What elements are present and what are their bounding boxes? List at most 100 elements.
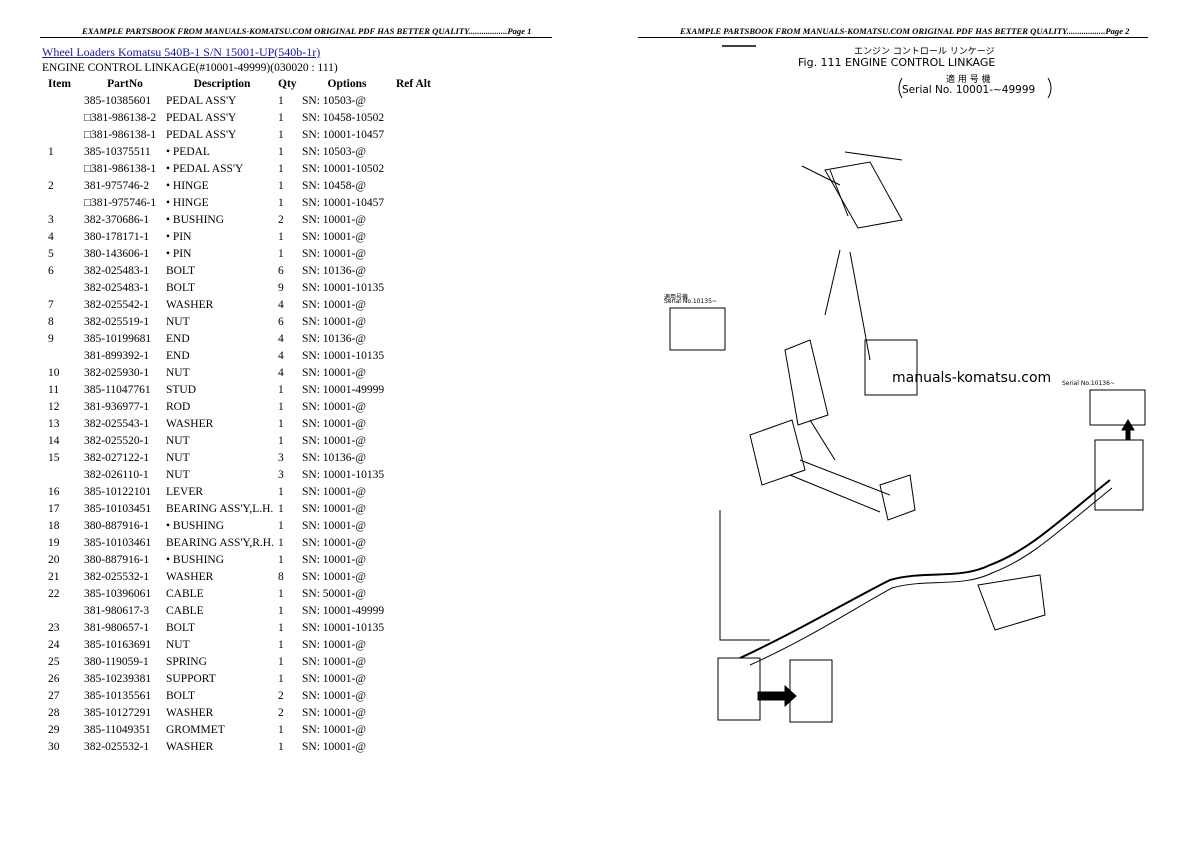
col-qty: Qty (278, 78, 297, 90)
cell-partno: 380-119059-1 (84, 656, 149, 668)
cell-description: SUPPORT (166, 673, 216, 685)
cell-partno: 385-10199681 (84, 333, 152, 345)
cell-qty: 4 (278, 299, 284, 311)
cell-item: 27 (48, 690, 60, 702)
cell-qty: 3 (278, 452, 284, 464)
cell-partno: 382-025532-1 (84, 571, 150, 583)
cell-item: 2 (48, 180, 54, 192)
cell-qty: 1 (278, 554, 284, 566)
cell-options: SN: 10001-@ (302, 656, 366, 668)
cell-qty: 1 (278, 112, 284, 124)
cell-partno: 385-10122101 (84, 486, 152, 498)
cell-description: • BUSHING (166, 520, 225, 532)
cell-options: SN: 10001-@ (302, 486, 366, 498)
cell-qty: 3 (278, 469, 284, 481)
cell-partno: 385-10239381 (84, 673, 152, 685)
cell-options: SN: 10001-@ (302, 503, 366, 515)
cell-options: SN: 10001-@ (302, 554, 366, 566)
parts-list: Wheel Loaders Komatsu 540B-1 S/N 15001-U… (42, 44, 582, 756)
cell-partno: 382-025532-1 (84, 741, 150, 753)
cell-item: 26 (48, 673, 60, 685)
cell-item: 19 (48, 537, 60, 549)
cell-qty: 1 (278, 384, 284, 396)
cell-partno: 380-887916-1 (84, 554, 150, 566)
cell-partno: 382-025519-1 (84, 316, 150, 328)
linkage-drawing (669, 45, 1146, 723)
cell-options: SN: 10001-@ (302, 690, 366, 702)
cell-partno: 382-025483-1 (84, 265, 150, 277)
cell-options: SN: 10503-@ (302, 146, 366, 158)
cell-item: 3 (48, 214, 54, 226)
cell-qty: 1 (278, 401, 284, 413)
cell-options: SN: 10001-@ (302, 367, 366, 379)
cell-qty: 1 (278, 622, 284, 634)
cell-partno: 381-899392-1 (84, 350, 150, 362)
cell-options: SN: 10136-@ (302, 452, 366, 464)
cell-qty: 1 (278, 95, 284, 107)
cell-qty: 1 (278, 231, 284, 243)
section-subtitle: ENGINE CONTROL LINKAGE(#10001-49999)(030… (42, 62, 338, 74)
col-description: Description (193, 78, 251, 90)
cell-qty: 4 (278, 367, 284, 379)
cell-item (42, 603, 84, 620)
cell-qty: 2 (278, 214, 284, 226)
cell-options: SN: 10001-49999 (302, 384, 385, 396)
cell-description: GROMMET (166, 724, 225, 736)
cell-partno: 382-027122-1 (84, 452, 150, 464)
cell-qty: 1 (278, 503, 284, 515)
cell-item: 8 (48, 316, 54, 328)
cell-item: 1 (48, 146, 54, 158)
cell-partno: 385-10103461 (84, 537, 152, 549)
cell-partno: 382-025483-1 (84, 282, 150, 294)
inset-serial-10135: Serial No.10135~ (664, 298, 717, 305)
cell-item (42, 110, 84, 127)
cell-partno: 385-10163691 (84, 639, 152, 651)
cell-options: SN: 10001-@ (302, 418, 366, 430)
cell-qty: 9 (278, 282, 284, 294)
cell-qty: 4 (278, 333, 284, 345)
cell-partno: 381-980657-1 (84, 622, 150, 634)
cell-qty: 1 (278, 724, 284, 736)
inset-jp-label: 適用号機 (664, 294, 689, 301)
cell-options: SN: 10001-10135 (302, 622, 385, 634)
cell-options: SN: 10001-@ (302, 724, 366, 736)
cell-description: BOLT (166, 265, 195, 277)
cell-description: BOLT (166, 282, 195, 294)
cell-item (42, 467, 84, 484)
cell-options: SN: 10001-@ (302, 248, 366, 260)
cell-description: • PIN (166, 248, 192, 260)
figure-serial: Serial No. 10001-~49999 (902, 84, 1036, 96)
cell-qty: 1 (278, 605, 284, 617)
cell-item: 5 (48, 248, 54, 260)
model-link[interactable]: Wheel Loaders Komatsu 540B-1 S/N 15001-U… (42, 45, 321, 59)
cell-description: CABLE (166, 588, 204, 600)
cell-description: SPRING (166, 656, 207, 668)
figure-title: Fig. 111 ENGINE CONTROL LINKAGE (798, 56, 996, 69)
inset-serial-10136: Serial No.10136~ (1062, 380, 1115, 387)
cell-partno: 382-026110-1 (84, 469, 149, 481)
cell-item: 21 (48, 571, 60, 583)
col-partno: PartNo (107, 78, 143, 90)
cell-item: 28 (48, 707, 60, 719)
cell-description: END (166, 333, 190, 345)
cell-partno: 385-10396061 (84, 588, 152, 600)
cell-item: 25 (48, 656, 60, 668)
cell-options: SN: 10458-10502 (302, 112, 385, 124)
